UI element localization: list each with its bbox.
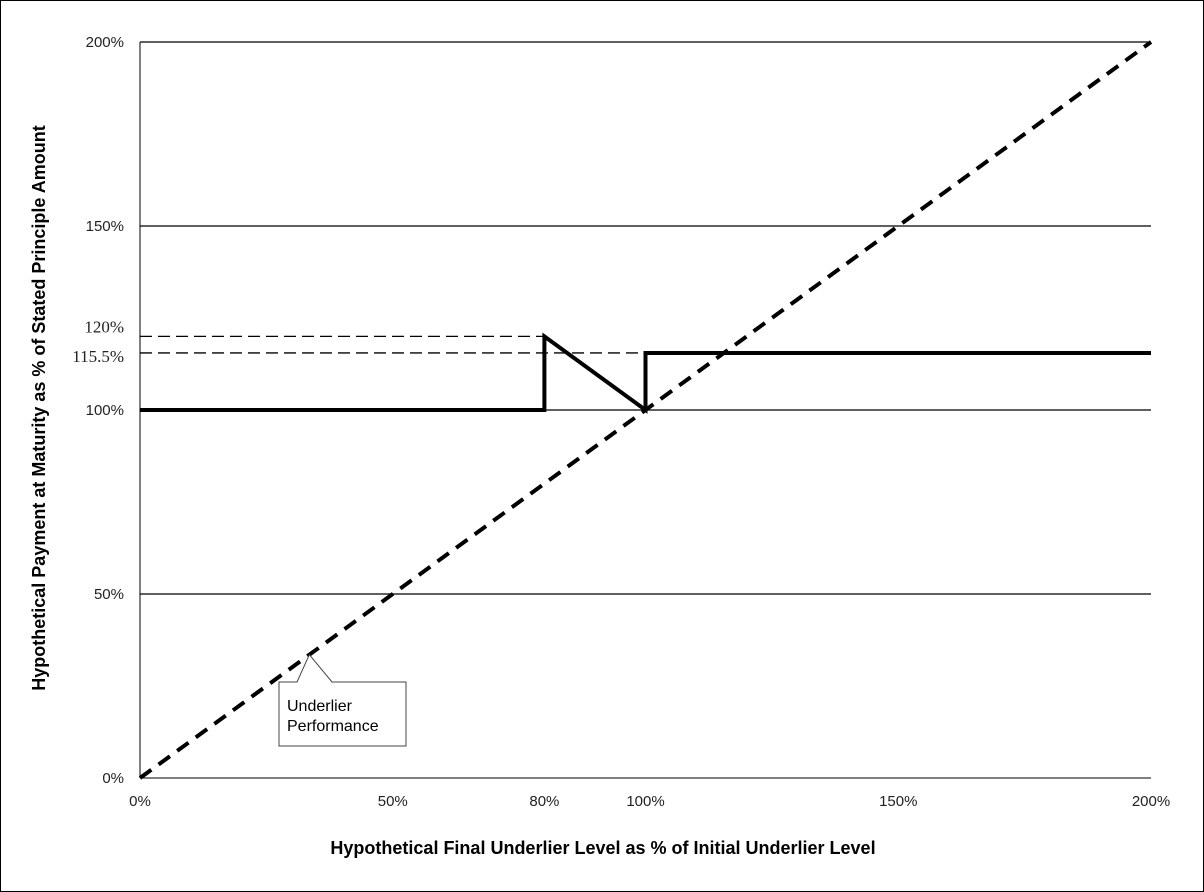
x-tick-label-100: 100%: [626, 793, 664, 810]
reference-label-1: 115.5%: [72, 347, 124, 366]
x-axis-title: Hypothetical Final Underlier Level as % …: [330, 838, 875, 858]
x-tick-label-200: 200%: [1132, 793, 1170, 810]
x-tick-label-0: 0%: [129, 793, 151, 810]
callout-text-line-0: Underlier: [287, 698, 353, 715]
callout-text-line-1: Performance: [287, 718, 379, 735]
y-tick-label-150: 150%: [86, 218, 124, 235]
grid-lines: [140, 41, 1151, 595]
callout-box: [278, 653, 407, 747]
series-layer: [138, 40, 1153, 780]
x-tick-label-150: 150%: [879, 793, 917, 810]
y-tick-label-50: 50%: [94, 586, 124, 603]
x-tick-label-50: 50%: [378, 793, 408, 810]
y-tick-label-200: 200%: [86, 34, 124, 51]
reference-label-0: 120%: [84, 317, 124, 336]
y-axis-title: Hypothetical Payment at Maturity as % of…: [29, 125, 49, 690]
x-tick-labels: 0% 50% 80% 100% 150% 200%: [129, 793, 1170, 810]
reference-lines: [140, 335, 646, 354]
series-underlier: [138, 40, 1153, 780]
x-tick-label-80: 80%: [529, 793, 559, 810]
reference-labels: 120% 115.5%: [72, 317, 124, 366]
y-tick-label-0: 0%: [102, 770, 124, 787]
y-tick-label-100: 100%: [86, 402, 124, 419]
y-tick-labels: 0% 50% 100% 150% 200%: [86, 34, 124, 787]
series-payoff: [140, 332, 1151, 414]
